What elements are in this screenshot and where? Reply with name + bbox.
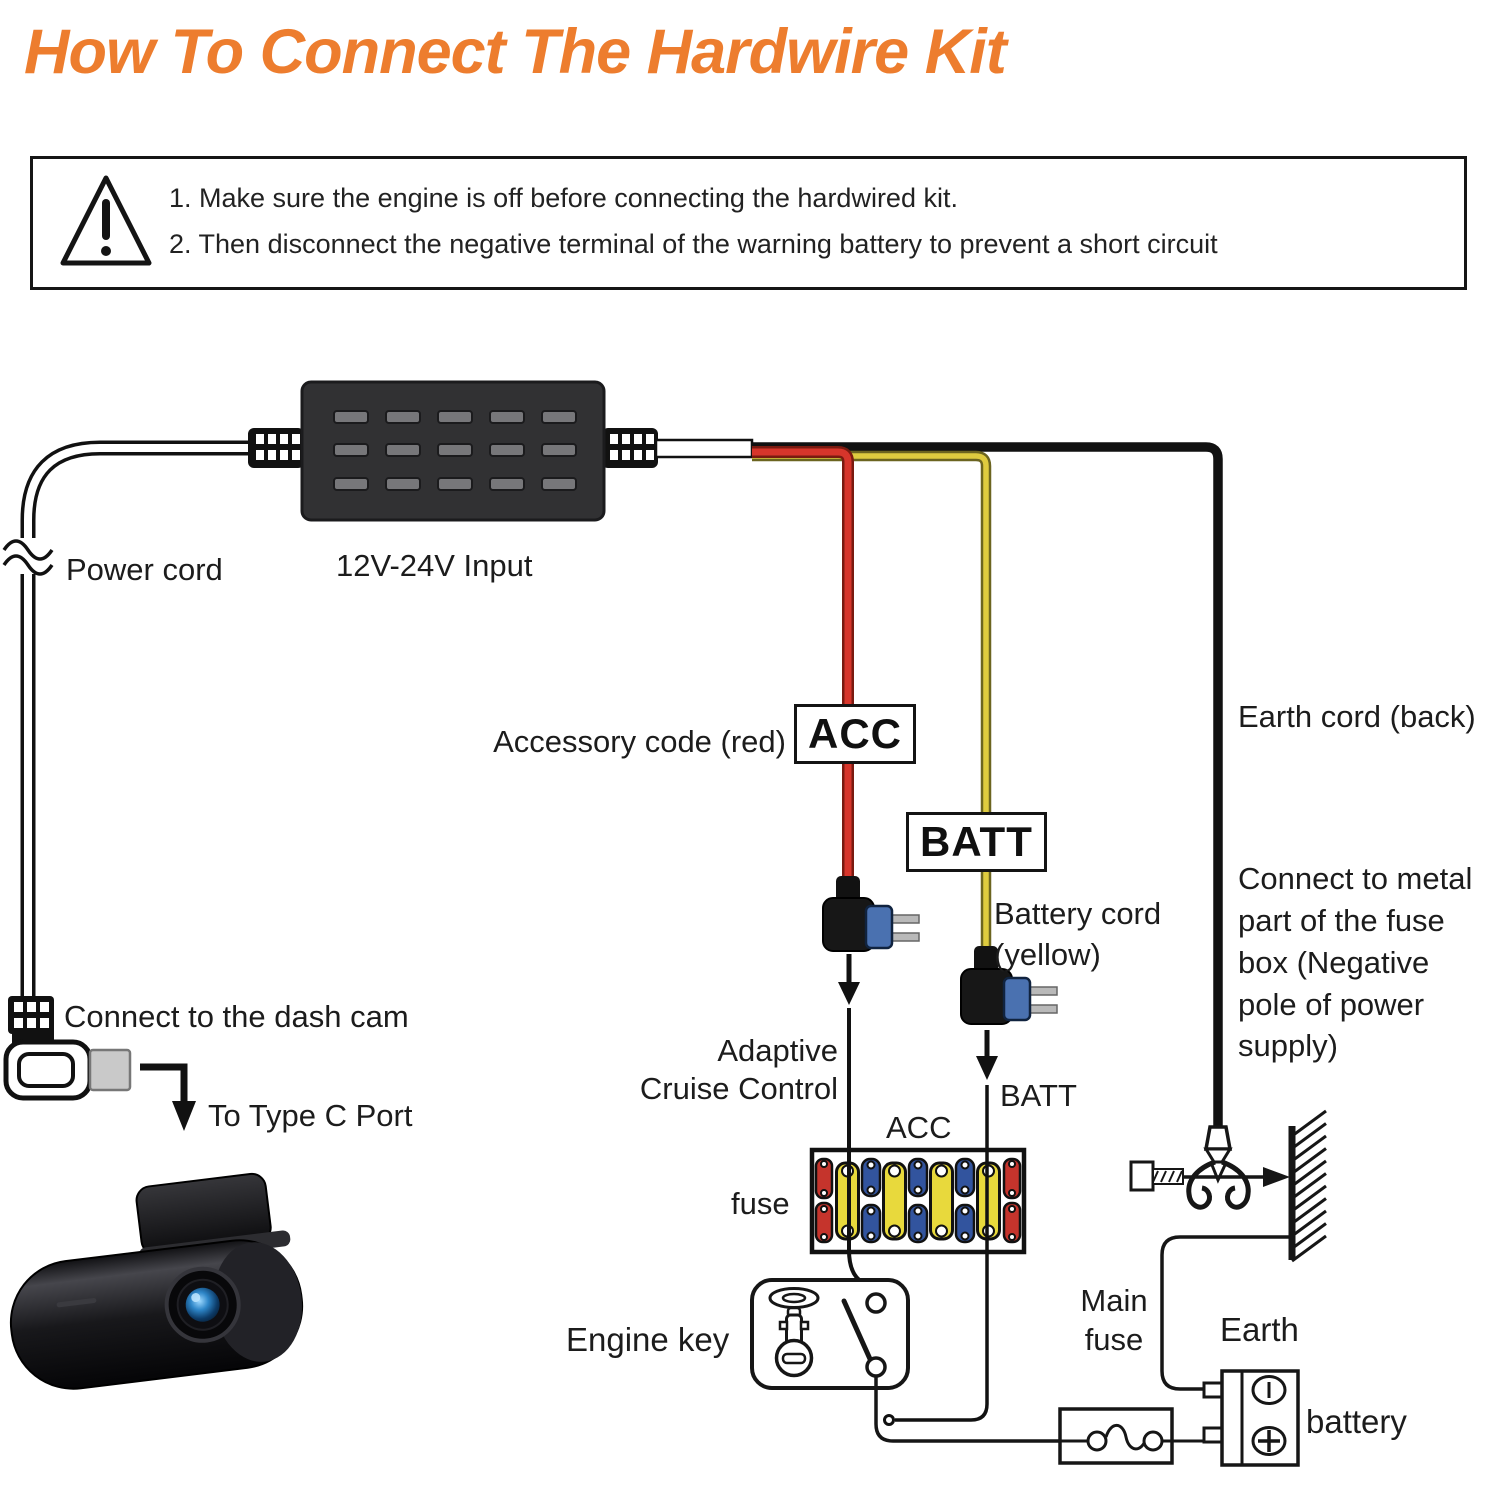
screw-arrow — [1183, 1167, 1290, 1187]
label-adaptive-cruise: Adaptive Cruise Control — [639, 1033, 838, 1106]
label-connect-dashcam: Connect to the dash cam — [64, 999, 409, 1034]
strain-relief-right — [602, 428, 658, 468]
accessory-wire — [752, 446, 854, 882]
warning-line-1: 1. Make sure the engine is off before co… — [169, 183, 958, 213]
earth-wire — [752, 442, 1223, 1127]
acc-tag: ACC — [794, 704, 916, 764]
ground-symbol — [1288, 1109, 1327, 1263]
strain-relief-left — [248, 428, 304, 468]
label-main-fuse: Main fuse — [1080, 1283, 1148, 1357]
label-input-voltage: 12V-24V Input — [336, 548, 533, 583]
page-title: How To Connect The Hardwire Kit — [24, 17, 1007, 87]
ground-to-battery-wire — [1160, 1235, 1292, 1391]
fuse-blue — [860, 1157, 976, 1244]
dashcam-lens — [164, 1266, 241, 1343]
warning-box: 1. Make sure the engine is off before co… — [30, 156, 1467, 290]
dashcam-image — [9, 1172, 304, 1390]
label-type-c-port: To Type C Port — [208, 1098, 413, 1133]
label-accessory-cord: Accessory code (red) — [493, 724, 786, 759]
power-cord-wire — [2, 440, 252, 996]
output-lead-stub — [654, 438, 754, 459]
ignition-switch — [841, 1292, 887, 1378]
label-engine-key: Engine key — [566, 1321, 730, 1358]
label-power-cord: Power cord — [66, 552, 223, 587]
warning-triangle-icon — [60, 175, 152, 266]
label-fuse: fuse — [731, 1186, 790, 1221]
engine-key-icon — [774, 1306, 814, 1378]
adapter-vents — [333, 410, 577, 491]
main-fuse-box — [1058, 1407, 1204, 1465]
battery-negative-terminal — [1251, 1375, 1287, 1405]
batt-fuse-tap — [960, 946, 1058, 1025]
label-connect-metal: Connect to metal part of the fuse box (N… — [1238, 861, 1473, 1064]
hardwire-adapter-box — [248, 380, 754, 522]
engine-key-switch — [750, 1278, 910, 1390]
fuse-box — [809, 1147, 1027, 1255]
batt-tag: BATT — [906, 812, 1047, 872]
label-earth: Earth — [1220, 1311, 1299, 1348]
typec-arrow — [140, 1063, 196, 1131]
fork-terminal-icon — [1186, 1125, 1251, 1210]
battery-symbol — [1202, 1369, 1300, 1467]
batt-arrow — [976, 1030, 998, 1080]
fuse-red — [814, 1157, 1022, 1244]
label-batt-fusebox: BATT — [1000, 1078, 1077, 1113]
usbc-connector — [3, 996, 132, 1101]
label-earth-cord: Earth cord (back) — [1238, 699, 1476, 734]
screw-icon — [1129, 1160, 1184, 1192]
acc-arrow — [838, 954, 860, 1005]
batt-line — [883, 1085, 989, 1426]
switch-to-mainfuse-wire — [874, 1376, 1062, 1443]
battery-wire — [752, 450, 992, 950]
label-battery-cord: Battery cord (yellow) — [994, 896, 1162, 972]
label-acc-fusebox: ACC — [886, 1110, 952, 1145]
acc-fuse-tap — [822, 876, 920, 952]
battery-positive-terminal — [1251, 1426, 1287, 1456]
warning-line-2: 2. Then disconnect the negative terminal… — [169, 229, 1218, 259]
label-battery: battery — [1306, 1403, 1407, 1440]
keyhole-icon — [768, 1287, 820, 1309]
